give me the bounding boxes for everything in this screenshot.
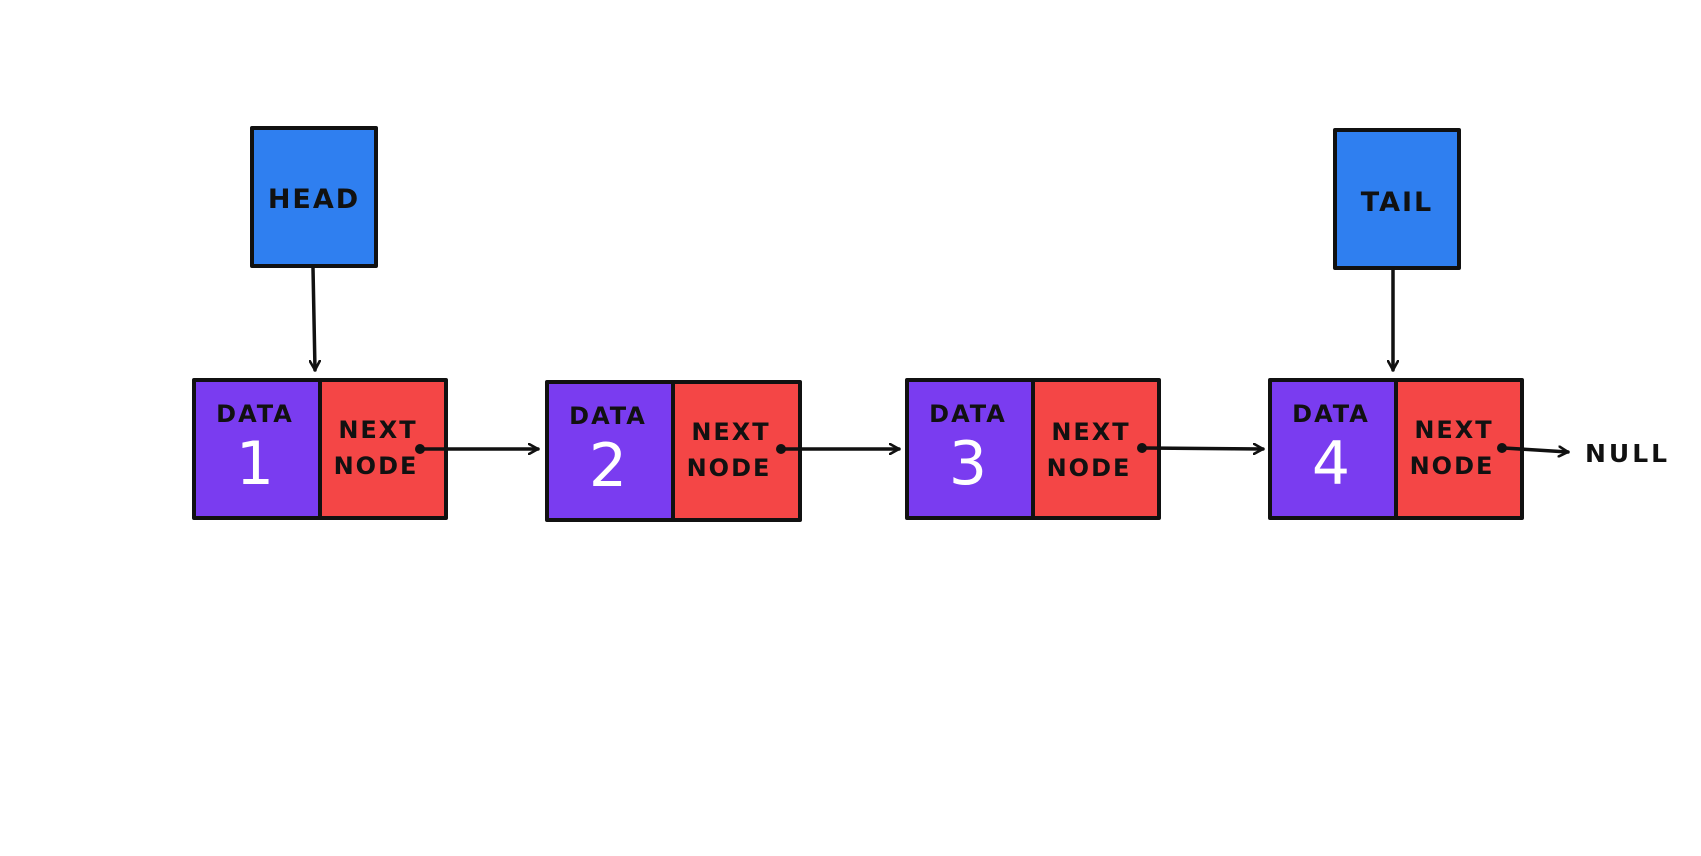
node-1-next-label-1: NEXT [338,416,417,444]
node-1-data-label: DATA [216,400,294,428]
head-label: HEAD [268,184,360,215]
node-4-pointer-dot [1497,443,1507,453]
node-3-value: 3 [949,429,987,499]
node-4: DATA 4 NEXT NODE [1268,378,1524,520]
node-2-next-label-1: NEXT [691,418,770,446]
null-label: NULL [1585,439,1670,468]
head-box [250,126,378,268]
node-2-data-label: DATA [569,402,647,430]
node-1-next-label-2: NODE [334,452,419,480]
node-3-pointer-dot [1137,443,1147,453]
node-3-next-label-1: NEXT [1051,418,1130,446]
head-pointer: HEAD [250,126,378,268]
node-4-next-label-1: NEXT [1414,416,1493,444]
node-3-data-label: DATA [929,400,1007,428]
head-arrow [313,266,315,372]
node-3-next-label-2: NODE [1047,454,1132,482]
node-3-data-cell [907,380,1033,518]
node-4-data-cell [1270,380,1396,518]
arrow-node-3-to-node-4 [1142,448,1265,449]
node-2-pointer-dot [776,444,786,454]
node-1: DATA 1 NEXT NODE [192,378,448,520]
node-2: DATA 2 NEXT NODE [545,380,802,522]
arrow-node-4-to-null [1502,448,1570,452]
node-2-value: 2 [589,431,627,501]
node-4-next-label-2: NODE [1410,452,1495,480]
tail-pointer: TAIL [1333,128,1461,270]
tail-label: TAIL [1361,187,1433,218]
node-2-next-label-2: NODE [687,454,772,482]
node-4-data-label: DATA [1292,400,1370,428]
node-1-pointer-dot [415,444,425,454]
node-4-value: 4 [1312,429,1350,499]
node-3: DATA 3 NEXT NODE [905,378,1161,520]
node-2-data-cell [547,382,673,520]
node-1-value: 1 [236,429,274,499]
tail-box [1333,128,1461,270]
node-1-data-cell [194,380,320,518]
